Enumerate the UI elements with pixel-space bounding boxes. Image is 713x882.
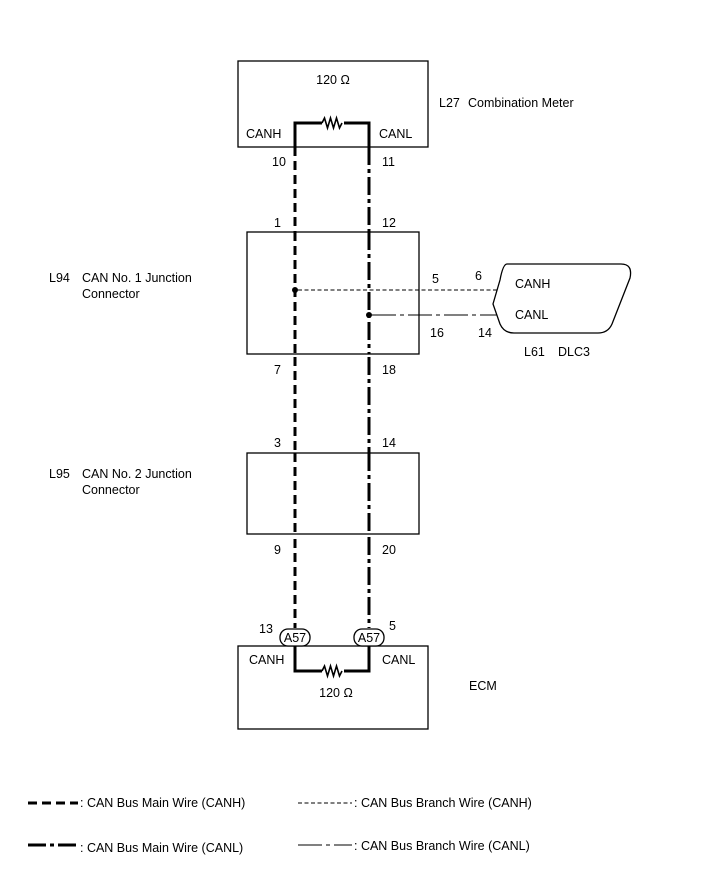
- ecm-pin-canl: 5: [389, 619, 396, 633]
- junction-connector-1-pin-branch-canl: 16: [430, 326, 444, 340]
- junction-connector-1-pin-branch-canh: 5: [432, 272, 439, 286]
- ecm-resistor-symbol: [321, 663, 343, 679]
- ecm-resistor-value: 120 Ω: [319, 686, 353, 700]
- ecm-connector-canh-label: A57: [284, 631, 306, 645]
- combination-meter-box: [237, 60, 429, 148]
- legend-main-canh-label: : CAN Bus Main Wire (CANH): [80, 796, 245, 810]
- dlc3-name: DLC3: [558, 345, 590, 359]
- junction-connector-2-pin-bottom-canh: 9: [274, 543, 281, 557]
- junction-connector-1-name-line1: CAN No. 1 Junction: [82, 271, 192, 285]
- combination-meter-name: Combination Meter: [468, 96, 574, 110]
- combination-meter-resistor-value: 120 Ω: [316, 73, 350, 87]
- ecm-canh-label: CANH: [249, 653, 284, 667]
- combination-meter-pin-canl: 11: [382, 155, 395, 169]
- dlc3-canh-label: CANH: [515, 277, 550, 291]
- junction-connector-1-canh-node: [292, 287, 298, 293]
- combination-meter-canh-label: CANH: [246, 127, 281, 141]
- junction-connector-2-pin-bottom-canl: 20: [382, 543, 396, 557]
- ecm-canh-lead: [293, 646, 322, 673]
- junction-connector-2-pin-top-canh: 3: [274, 436, 281, 450]
- ecm-canl-label: CANL: [382, 653, 415, 667]
- ecm-pin-canh: 13: [259, 622, 273, 636]
- dlc3-connector-shape: [492, 263, 632, 334]
- legend: : CAN Bus Main Wire (CANH) : CAN Bus Mai…: [28, 796, 532, 855]
- junction-connector-1-name-line2: Connector: [82, 287, 140, 301]
- combination-meter-canh-lead: [293, 121, 322, 147]
- junction-connector-2-box: [246, 452, 420, 535]
- combination-meter-resistor-symbol: [321, 115, 343, 131]
- junction-connector-2-name-line1: CAN No. 2 Junction: [82, 467, 192, 481]
- junction-connector-2-pin-top-canl: 14: [382, 436, 396, 450]
- junction-connector-1-box: [246, 231, 420, 355]
- legend-branch-canl-label: : CAN Bus Branch Wire (CANL): [354, 839, 530, 853]
- dlc3-id: L61: [524, 345, 545, 359]
- combination-meter-canl-lead: [344, 121, 371, 147]
- legend-branch-canh-label: : CAN Bus Branch Wire (CANH): [354, 796, 532, 810]
- junction-connector-1-pin-top-canl: 12: [382, 216, 396, 230]
- junction-connector-1-id: L94: [49, 271, 70, 285]
- dlc3-pin-canh: 6: [475, 269, 482, 283]
- combination-meter-id: L27: [439, 96, 460, 110]
- ecm-connector-canl-label: A57: [358, 631, 380, 645]
- combination-meter-canl-label: CANL: [379, 127, 412, 141]
- junction-connector-1-pin-bottom-canl: 18: [382, 363, 396, 377]
- legend-main-canl-label: : CAN Bus Main Wire (CANL): [80, 841, 243, 855]
- ecm-connector-canh-badge: [279, 628, 311, 647]
- combination-meter-block: 120 Ω CANH CANL: [237, 60, 429, 148]
- ecm-canl-lead: [344, 646, 371, 673]
- junction-connector-1-pin-bottom-canh: 7: [274, 363, 281, 377]
- junction-connector-1-canl-node: [366, 312, 372, 318]
- ecm-connector-canl-badge: [353, 628, 385, 647]
- combination-meter-pin-canh: 10: [272, 155, 286, 169]
- junction-connector-2-id: L95: [49, 467, 70, 481]
- ecm-box: [237, 645, 429, 730]
- junction-connector-2-name-line2: Connector: [82, 483, 140, 497]
- dlc3-canl-label: CANL: [515, 308, 548, 322]
- junction-connector-1-pin-top-canh: 1: [274, 216, 281, 230]
- dlc3-pin-canl: 14: [478, 326, 492, 340]
- ecm-name: ECM: [469, 679, 497, 693]
